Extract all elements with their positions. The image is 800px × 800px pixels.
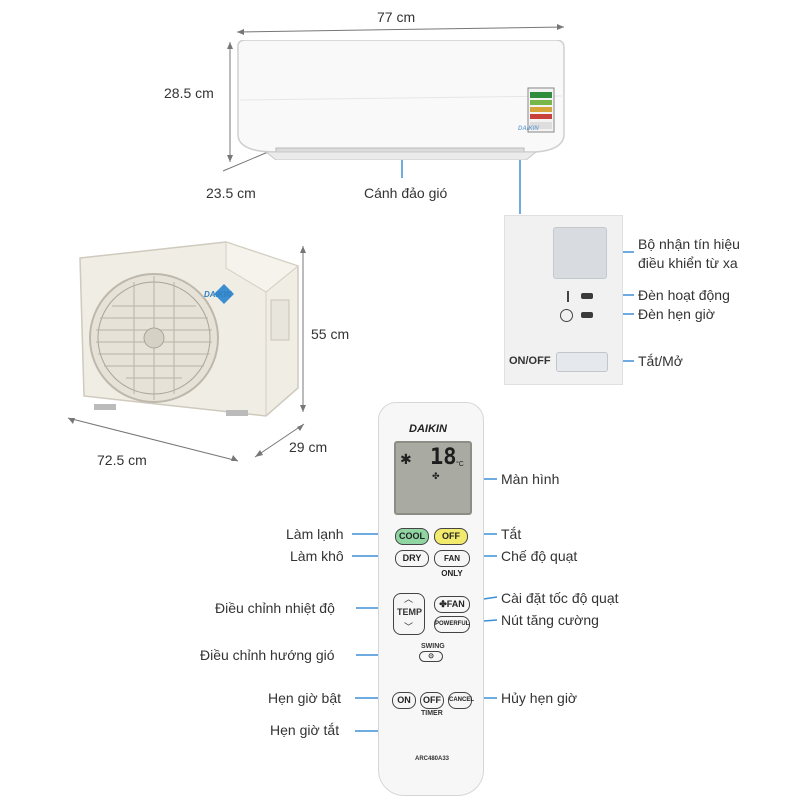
- powerful-label: Nút tăng cường: [501, 612, 599, 628]
- outdoor-width-label: 72.5 cm: [97, 452, 147, 468]
- timer-cancel-label: Hủy hẹn giờ: [501, 690, 578, 706]
- receiver-label-line1: Bộ nhận tín hiệu: [638, 236, 740, 252]
- display-unit: °C: [456, 461, 464, 468]
- outdoor-brand-logo: DAIKIN: [204, 290, 232, 299]
- outdoor-unit: DAIKIN: [76, 238, 301, 418]
- louver-label: Cánh đảo gió: [364, 185, 448, 201]
- timer-lamp-label: Đèn hẹn giờ: [638, 306, 715, 322]
- outdoor-unit-body: [79, 241, 300, 417]
- indoor-unit: DAIKIN: [236, 39, 566, 161]
- cool-button[interactable]: COOL: [395, 528, 429, 545]
- indoor-width-label: 77 cm: [377, 9, 416, 25]
- screen-label: Màn hình: [501, 471, 560, 487]
- indoor-depth-label: 23.5 cm: [206, 185, 256, 201]
- off-button[interactable]: OFF: [434, 528, 468, 545]
- indoor-height-label: 28.5 cm: [164, 85, 214, 101]
- swing-button[interactable]: ⊙: [419, 651, 443, 662]
- timer-label: TIMER: [421, 710, 443, 717]
- operation-lamp-symbol: [567, 291, 569, 302]
- temp-label: Điều chỉnh nhiệt độ: [215, 600, 335, 616]
- temp-up-icon: ︿: [404, 594, 414, 604]
- timer-off-button[interactable]: OFF: [420, 692, 444, 709]
- fan-button-label: FAN: [446, 599, 465, 609]
- remote-brand-logo: DAIKIN: [409, 423, 447, 435]
- dry-label: Làm khô: [290, 548, 344, 564]
- fan-icon: ✤: [439, 599, 447, 609]
- remote-control: DAIKIN ✱ 18 °C ✤ COOL OFF DRY FAN ONLY ︿…: [378, 402, 484, 796]
- cool-label: Làm lạnh: [286, 526, 344, 542]
- swing-label: SWING: [421, 643, 445, 650]
- timer-on-button[interactable]: ON: [392, 692, 416, 709]
- powerful-button[interactable]: POWERFUL: [434, 616, 470, 633]
- onoff-button[interactable]: [556, 352, 608, 372]
- temp-button[interactable]: ︿ TEMP ﹀: [393, 593, 425, 635]
- onoff-text: ON/OFF: [509, 355, 551, 367]
- operation-lamp: [581, 293, 593, 299]
- fan-speed-label: Cài đặt tốc độ quạt: [501, 590, 619, 606]
- timer-lamp: [581, 312, 593, 318]
- display-snow-icon: ✱: [400, 451, 412, 467]
- remote-model: ARC480A33: [415, 756, 450, 762]
- indoor-brand-logo: DAIKIN: [518, 126, 539, 132]
- timer-cancel-button[interactable]: CANCEL: [448, 692, 474, 709]
- fan-button[interactable]: ✤FAN: [434, 596, 470, 613]
- display-fan-icon: ✤: [432, 471, 440, 481]
- remote-display: ✱ 18 °C ✤: [394, 441, 472, 515]
- timer-off-label: Hẹn giờ tắt: [270, 722, 340, 738]
- fan-only-button[interactable]: FAN ONLY: [434, 550, 470, 578]
- display-temperature: 18: [430, 445, 457, 470]
- dry-button[interactable]: DRY: [395, 550, 429, 567]
- off-label: Tắt: [501, 526, 522, 542]
- fan-only-label: Chế độ quạt: [501, 548, 578, 564]
- onoff-label: Tắt/Mở: [638, 353, 683, 369]
- timer-lamp-symbol: [560, 309, 573, 322]
- receiver-label-line2: điều khiển từ xa: [638, 255, 738, 271]
- remote-receiver-window: [553, 227, 607, 279]
- indoor-panel-closeup: ON/OFF: [504, 215, 623, 385]
- outdoor-height-label: 55 cm: [311, 326, 350, 342]
- operation-lamp-label: Đèn hoạt động: [638, 287, 730, 303]
- temp-down-icon: ﹀: [404, 622, 414, 632]
- temp-button-label: TEMP: [397, 607, 423, 617]
- indoor-unit-body: [237, 39, 565, 161]
- outdoor-depth-label: 29 cm: [289, 439, 328, 455]
- swing-direction-label: Điều chỉnh hướng gió: [200, 647, 335, 663]
- timer-on-label: Hẹn giờ bật: [268, 690, 342, 706]
